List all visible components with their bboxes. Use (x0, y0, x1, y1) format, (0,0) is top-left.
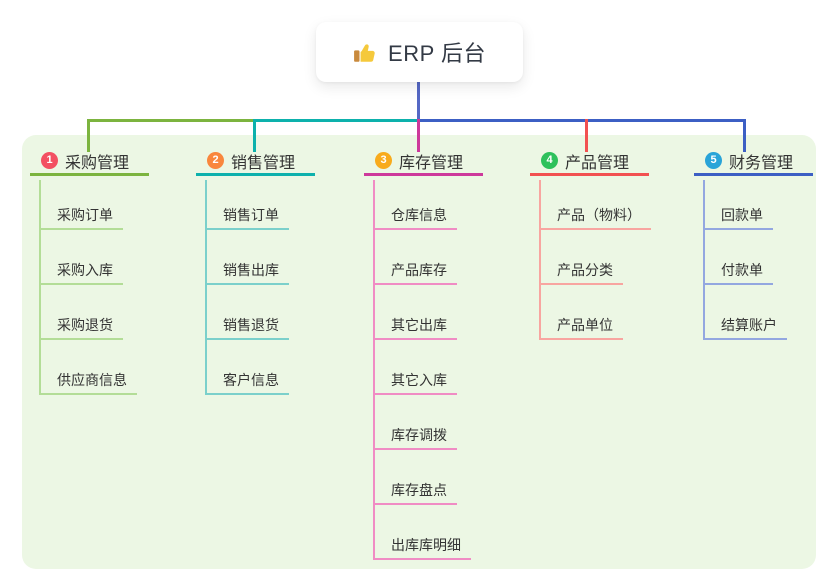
branch-children: 仓库信息 产品库存 其它出库 其它入库 库存调拨 库存盘点 出库库明细 (373, 175, 471, 560)
branch-sales-node[interactable]: 2 销售管理 (196, 148, 315, 176)
connector-drop-inventory (417, 119, 420, 152)
connector-horizontal-purchase (87, 119, 255, 122)
branch-number-badge: 3 (375, 152, 392, 169)
child-node-label: 库存调拨 (391, 427, 447, 443)
connector-drop-finance (743, 119, 746, 152)
child-node-label: 其它出库 (391, 317, 447, 333)
child-node-label: 其它入库 (391, 372, 447, 388)
child-node[interactable]: 仓库信息 (373, 175, 457, 230)
child-node[interactable]: 出库库明细 (373, 505, 471, 560)
branch-inventory-node[interactable]: 3 库存管理 (364, 148, 483, 176)
branch-label: 销售管理 (231, 154, 296, 172)
child-node-label: 出库库明细 (391, 537, 461, 553)
child-node-label: 采购入库 (57, 262, 113, 278)
branch-purchase: 1 采购管理 采购订单 采购入库 采购退货 供应商信息 (30, 148, 149, 395)
branch-children-trunk (205, 180, 207, 395)
connector-horizontal-finance (419, 119, 746, 122)
branch-children-trunk (539, 180, 541, 340)
child-node[interactable]: 采购入库 (39, 230, 123, 285)
child-node[interactable]: 其它入库 (373, 340, 457, 395)
branch-number-badge: 2 (207, 152, 224, 169)
branch-inventory: 3 库存管理 仓库信息 产品库存 其它出库 其它入库 库存调拨 库存盘点 出库库… (364, 148, 483, 560)
child-node-label: 产品单位 (557, 317, 613, 333)
child-node[interactable]: 销售订单 (205, 175, 289, 230)
connector-root-vertical (417, 82, 420, 122)
branch-children: 产品（物料） 产品分类 产品单位 (539, 175, 651, 340)
branch-children: 回款单 付款单 结算账户 (703, 175, 787, 340)
child-node-label: 销售出库 (223, 262, 279, 278)
branch-number-badge: 4 (541, 152, 558, 169)
branch-number-badge: 1 (41, 152, 58, 169)
child-node[interactable]: 产品（物料） (539, 175, 651, 230)
child-node-label: 供应商信息 (57, 372, 127, 388)
branch-finance-node[interactable]: 5 财务管理 (694, 148, 813, 176)
child-node-label: 结算账户 (721, 317, 777, 333)
child-node-label: 销售订单 (223, 207, 279, 223)
child-node[interactable]: 产品分类 (539, 230, 623, 285)
child-node-label: 库存盘点 (391, 482, 447, 498)
branch-finance: 5 财务管理 回款单 付款单 结算账户 (694, 148, 813, 340)
child-node-label: 付款单 (721, 262, 763, 278)
branch-purchase-node[interactable]: 1 采购管理 (30, 148, 149, 176)
child-node[interactable]: 结算账户 (703, 285, 787, 340)
branch-label: 产品管理 (565, 154, 630, 172)
branch-number-badge: 5 (705, 152, 722, 169)
child-node[interactable]: 其它出库 (373, 285, 457, 340)
child-node[interactable]: 客户信息 (205, 340, 289, 395)
root-node[interactable]: ERP 后台 (316, 22, 523, 82)
child-node-label: 采购订单 (57, 207, 113, 223)
child-node-label: 销售退货 (223, 317, 279, 333)
child-node-label: 采购退货 (57, 317, 113, 333)
child-node[interactable]: 采购订单 (39, 175, 123, 230)
child-node[interactable]: 产品单位 (539, 285, 623, 340)
child-node[interactable]: 销售退货 (205, 285, 289, 340)
branch-children-trunk (373, 180, 375, 560)
child-node-label: 产品分类 (557, 262, 613, 278)
branch-product-node[interactable]: 4 产品管理 (530, 148, 649, 176)
root-node-title: ERP 后台 (388, 41, 486, 66)
child-node[interactable]: 付款单 (703, 230, 773, 285)
connector-drop-sales (253, 119, 256, 152)
child-node-label: 客户信息 (223, 372, 279, 388)
child-node[interactable]: 销售出库 (205, 230, 289, 285)
child-node[interactable]: 库存盘点 (373, 450, 457, 505)
child-node-label: 产品库存 (391, 262, 447, 278)
branches-panel (22, 135, 816, 569)
child-node-label: 仓库信息 (391, 207, 447, 223)
child-node[interactable]: 供应商信息 (39, 340, 137, 395)
connector-drop-purchase (87, 119, 90, 152)
child-node[interactable]: 库存调拨 (373, 395, 457, 450)
child-node[interactable]: 产品库存 (373, 230, 457, 285)
child-node[interactable]: 采购退货 (39, 285, 123, 340)
connector-drop-product (585, 119, 588, 152)
branch-product: 4 产品管理 产品（物料） 产品分类 产品单位 (530, 148, 651, 340)
connector-horizontal-sales (255, 119, 419, 122)
branch-children: 销售订单 销售出库 销售退货 客户信息 (205, 175, 289, 395)
branch-children-trunk (703, 180, 705, 340)
branch-label: 库存管理 (399, 154, 464, 172)
child-node-label: 产品（物料） (557, 207, 641, 223)
branch-label: 财务管理 (729, 154, 794, 172)
branch-children-trunk (39, 180, 41, 395)
branch-children: 采购订单 采购入库 采购退货 供应商信息 (39, 175, 137, 395)
branch-sales: 2 销售管理 销售订单 销售出库 销售退货 客户信息 (196, 148, 315, 395)
thumbs-up-icon (353, 39, 379, 65)
branch-label: 采购管理 (65, 154, 130, 172)
child-node[interactable]: 回款单 (703, 175, 773, 230)
child-node-label: 回款单 (721, 207, 763, 223)
